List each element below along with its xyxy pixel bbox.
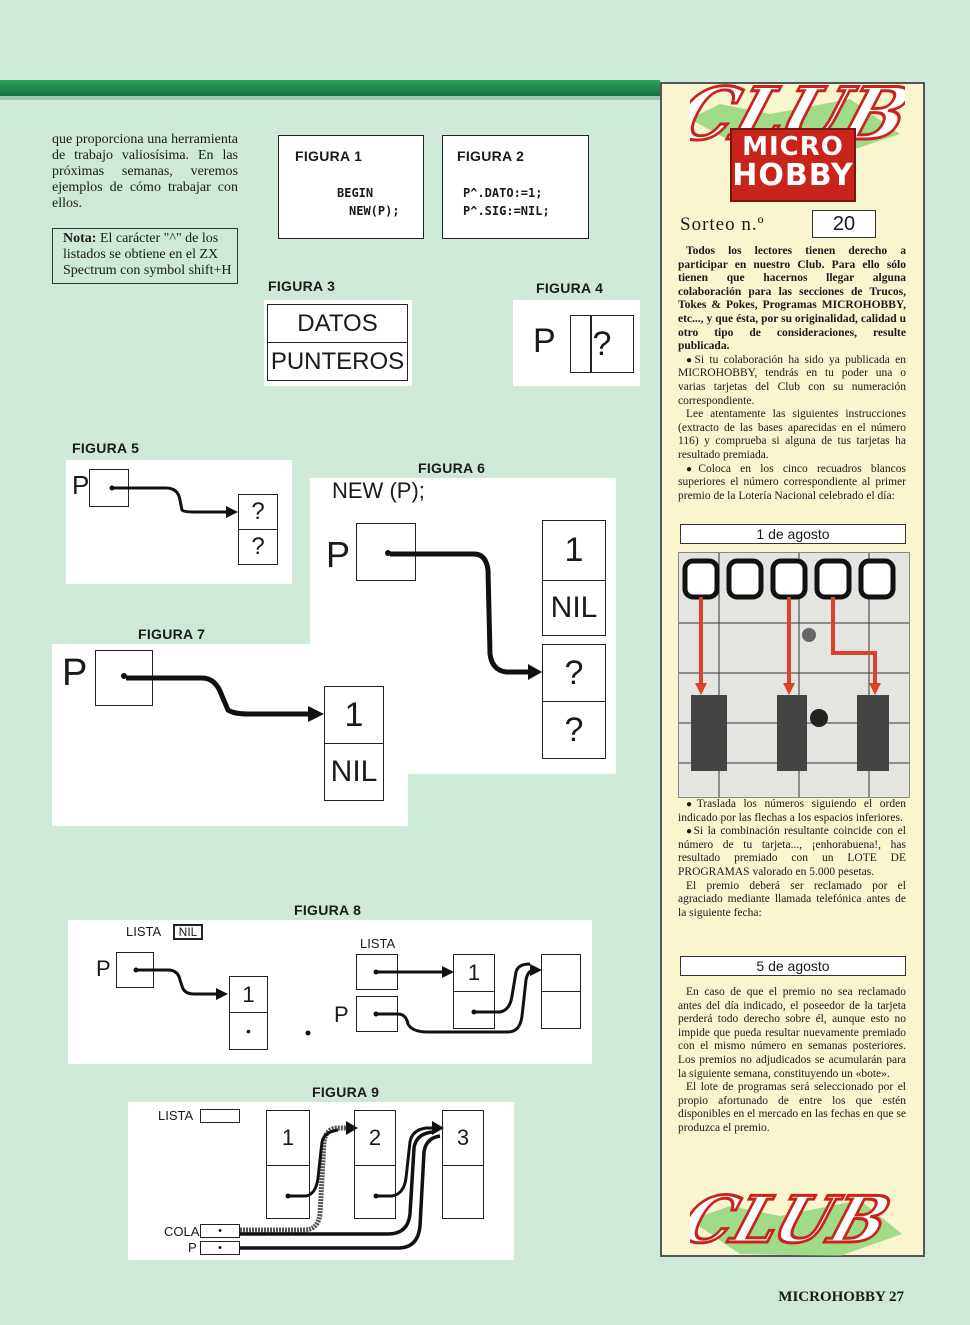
microhobby-badge: MICRO HOBBY xyxy=(730,128,856,202)
figure-4-divider xyxy=(590,315,592,373)
brand-line-1: MICRO xyxy=(742,132,844,162)
figure-6-arrow xyxy=(385,550,542,680)
club-text-3: En caso de que el premio no sea reclamad… xyxy=(678,986,906,1136)
figure-6-code: NEW (P); xyxy=(332,478,425,503)
figure-5-arrow xyxy=(109,485,238,518)
figure-9-p-label: P xyxy=(188,1240,197,1255)
club-logo-bottom-text: CLUB xyxy=(690,1183,899,1258)
figure-6-p: P xyxy=(326,534,351,575)
stripe-shadow xyxy=(0,96,660,100)
club-logo-bottom: CLUB xyxy=(690,1181,902,1259)
figure-8-arrows xyxy=(133,962,542,1036)
figure-8-next: • xyxy=(229,1012,268,1050)
club-text-1: Todos los lectores tienen derecho a part… xyxy=(678,245,906,503)
note-box: Nota: El carácter "^" de los listados se… xyxy=(52,228,238,284)
figure-1: FIGURA 1 BEGIN NEW(P); xyxy=(278,135,424,239)
note-label: Nota: xyxy=(63,231,97,246)
figure-9-cola-label: COLA xyxy=(164,1224,200,1239)
figure-2: FIGURA 2 P^.DATO:=1; P^.SIG:=NIL; xyxy=(442,135,589,239)
para-2: Si tu colaboración ha sido ya publicada … xyxy=(678,354,906,408)
sorteo-label: Sorteo n.º xyxy=(680,214,765,235)
figure-6-panel: NEW (P); P 1 NIL ? ? xyxy=(310,478,616,774)
figure-7-panel: P 1 NIL xyxy=(52,644,408,826)
circuit-board-drawing xyxy=(679,553,909,797)
figure-4-q: ? xyxy=(570,315,634,373)
club-text-2: Traslada los números siguiendo el orden … xyxy=(678,798,906,920)
figure-9-v2: 2 xyxy=(354,1110,396,1166)
figure-8-p: P xyxy=(96,956,111,981)
note-text: El carácter "^" de los listados se obtie… xyxy=(63,231,232,278)
figure-8-panel: LISTA NIL P 1 • LISTA P 1 xyxy=(68,920,592,1064)
figure-8-v1: 1 xyxy=(229,976,268,1013)
figure-3-datos: DATOS xyxy=(267,304,408,343)
figure-7-v1: 1 xyxy=(324,686,384,744)
figure-5-p: P xyxy=(72,470,90,500)
figure-4-p: P xyxy=(533,322,556,360)
figure-1-code-line-2: NEW(P); xyxy=(349,204,400,218)
figure-1-code-line-1: BEGIN xyxy=(337,186,374,200)
intro-paragraph: que proporciona una herramienta de traba… xyxy=(52,132,238,211)
date-box-1: 1 de agosto xyxy=(680,524,906,544)
figure-3-title: FIGURA 3 xyxy=(268,278,336,294)
brand-line-2: HOBBY xyxy=(732,158,854,193)
sorteo-number: 20 xyxy=(812,210,876,238)
figure-7-v2: NIL xyxy=(324,743,384,801)
figure-9-lista-box xyxy=(200,1109,240,1123)
figure-5-q2: ? xyxy=(238,529,278,565)
para-1: Todos los lectores tienen derecho a part… xyxy=(678,245,906,353)
figure-2-title: FIGURA 2 xyxy=(457,148,525,164)
figure-4-panel: P ? xyxy=(513,300,640,386)
para-5: Traslada los números siguiendo el orden … xyxy=(678,798,906,825)
figure-5-q1: ? xyxy=(238,494,278,530)
figure-3-punteros: PUNTEROS xyxy=(267,342,408,381)
para-4: Coloca en los cinco recuadros blancos su… xyxy=(678,463,906,504)
figure-6-q2: ? xyxy=(542,701,606,759)
figure-9-lista-label: LISTA xyxy=(158,1108,194,1123)
figure-5-title: FIGURA 5 xyxy=(72,440,140,456)
figure-9-v1: 1 xyxy=(266,1110,310,1166)
figure-8-lista-label: LISTA xyxy=(126,924,162,939)
figure-7-title: FIGURA 7 xyxy=(138,626,206,642)
figure-9-arrows xyxy=(240,1121,444,1250)
figure-1-title: FIGURA 1 xyxy=(295,148,363,164)
para-6: Si la combinación resultante coincide co… xyxy=(678,825,906,879)
figure-9-n2 xyxy=(354,1165,396,1219)
date-box-2: 5 de agosto xyxy=(680,956,906,976)
figure-9-cola-box: • xyxy=(200,1224,240,1238)
figure-6-v2: NIL xyxy=(542,580,606,636)
figure-8-new-top xyxy=(541,954,581,992)
page-footer: MICROHOBBY 27 xyxy=(778,1289,904,1305)
figure-3-panel: DATOS PUNTEROS xyxy=(264,300,412,386)
figure-9-title: FIGURA 9 xyxy=(312,1084,380,1100)
figure-9-n1 xyxy=(266,1165,310,1219)
figure-6-title: FIGURA 6 xyxy=(418,460,486,476)
figure-8-new-bottom xyxy=(541,991,581,1029)
para-3: Lee atentamente las siguientes instrucci… xyxy=(678,408,906,461)
figure-9-panel: LISTA 1 2 3 COLA • P • xyxy=(128,1102,514,1260)
para-9: El lote de programas será seleccionado p… xyxy=(678,1081,906,1134)
figure-8-lista2-label: LISTA xyxy=(360,936,396,951)
figure-2-code-line-2: P^.SIG:=NIL; xyxy=(463,204,550,218)
para-8: En caso de que el premio no sea reclamad… xyxy=(678,986,906,1080)
figure-5-panel: P ? ? xyxy=(66,460,292,584)
figure-8-p2: P xyxy=(334,1002,349,1027)
figure-4-title: FIGURA 4 xyxy=(536,280,604,296)
figure-8-v2: 1 xyxy=(453,954,495,992)
figure-9-n3 xyxy=(442,1165,484,1219)
figure-7-p: P xyxy=(62,652,88,694)
figure-2-code-line-1: P^.DATO:=1; xyxy=(463,186,543,200)
figure-8-title: FIGURA 8 xyxy=(294,902,362,918)
figure-6-v1: 1 xyxy=(542,520,606,581)
figure-7-arrow xyxy=(121,673,324,722)
header-stripe xyxy=(0,80,660,96)
figure-8-nil-box: NIL xyxy=(173,924,203,940)
circuit-board-image xyxy=(678,552,910,798)
figure-9-p-box: • xyxy=(200,1241,240,1255)
figure-6-q1: ? xyxy=(542,644,606,702)
para-7: El premio deberá ser reclamado por el ag… xyxy=(678,879,906,919)
